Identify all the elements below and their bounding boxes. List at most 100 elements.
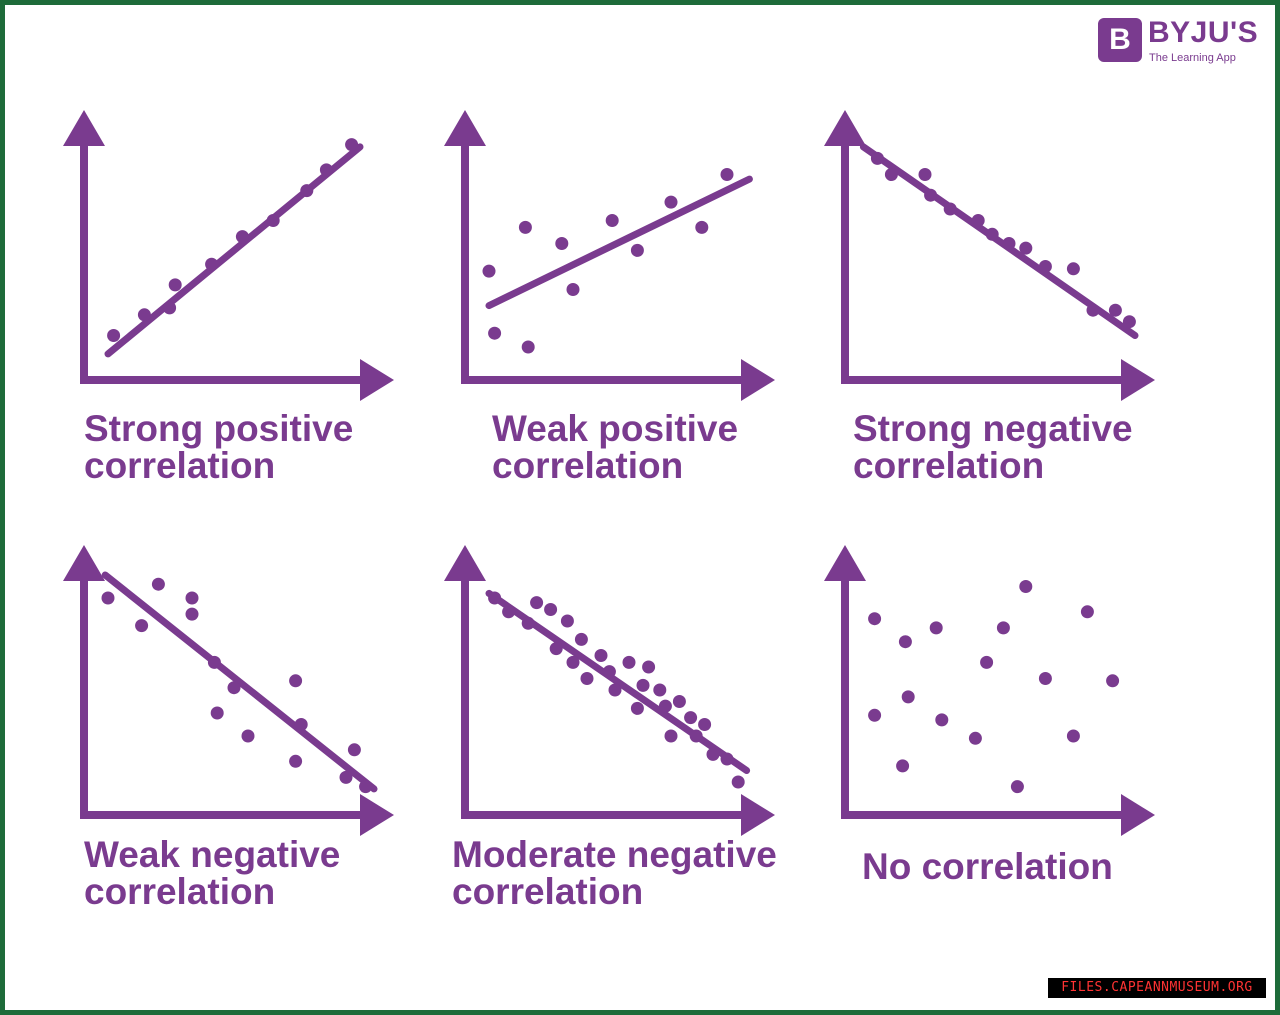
weak-negative-point	[359, 780, 373, 794]
weak-positive-point	[605, 214, 619, 227]
logo-name: BYJU'S	[1148, 16, 1259, 49]
strong-negative-y-arrow	[824, 110, 866, 146]
weak-negative-point	[207, 655, 221, 669]
weak-positive-trendline	[485, 175, 753, 310]
weak-positive-point	[482, 264, 496, 278]
weak-negative-point	[101, 591, 115, 605]
no-correlation-point	[980, 655, 994, 669]
byjus-logo: B BYJU'S The Learning App	[1098, 16, 1268, 68]
caption-weak-positive: Weak positive correlation	[492, 408, 739, 486]
logo-mark: B	[1098, 18, 1142, 62]
strong-positive-y-arrow	[63, 110, 105, 146]
moderate-negative-x-arrow	[741, 794, 775, 836]
strong-negative-point	[1122, 315, 1136, 329]
moderate-negative-point	[574, 632, 588, 646]
moderate-negative-point	[720, 752, 734, 766]
weak-negative-point	[347, 743, 361, 757]
moderate-negative-point	[706, 747, 720, 761]
weak-positive-point	[695, 220, 709, 234]
caption-weak-negative: Weak negative correlation	[84, 834, 341, 912]
strong-positive-point	[137, 308, 151, 322]
moderate-negative-point	[549, 642, 563, 656]
caption-strong-negative: Strong negative correlation	[853, 408, 1133, 486]
moderate-negative-point	[636, 678, 650, 692]
strong-positive-point	[345, 138, 359, 152]
strong-negative-point	[1038, 260, 1052, 273]
no-correlation-point	[1080, 605, 1094, 619]
moderate-negative-point	[689, 729, 703, 743]
moderate-negative-point	[653, 683, 667, 697]
no-correlation-point	[1066, 729, 1080, 743]
weak-negative-point	[185, 591, 199, 605]
moderate-negative-y-arrow	[444, 545, 486, 581]
strong-negative-point	[924, 188, 938, 202]
moderate-negative-point	[502, 605, 516, 619]
strong-positive-point	[107, 329, 121, 342]
weak-negative-point	[289, 674, 303, 688]
weak-negative-point	[227, 681, 241, 695]
weak-positive-point	[518, 220, 532, 234]
strong-positive-point	[266, 214, 280, 227]
strong-positive-point	[163, 301, 177, 315]
weak-positive-point	[720, 168, 734, 181]
strong-positive-point	[300, 184, 314, 198]
no-correlation-point	[898, 635, 912, 649]
source-watermark: FILES.CAPEANNMUSEUM.ORG	[1048, 978, 1266, 998]
weak-negative-y-arrow	[63, 545, 105, 581]
strong-positive-point	[319, 163, 333, 177]
weak-positive-point	[664, 195, 678, 209]
strong-negative-point	[884, 168, 898, 181]
moderate-negative-point	[602, 665, 616, 679]
weak-positive-point	[566, 283, 580, 296]
moderate-negative-point	[664, 729, 678, 743]
moderate-negative-point	[488, 591, 502, 605]
strong-negative-point	[1108, 303, 1122, 317]
strong-positive-point	[205, 257, 219, 271]
no-correlation-point	[996, 621, 1010, 635]
weak-negative-point	[339, 770, 353, 784]
no-correlation-point	[1019, 580, 1033, 593]
weak-positive-point	[488, 326, 502, 340]
strong-positive-point	[235, 230, 249, 244]
moderate-negative-point	[684, 711, 698, 725]
caption-strong-positive: Strong positive correlation	[84, 408, 354, 486]
weak-positive-point	[555, 237, 569, 250]
no-correlation-point	[1106, 674, 1120, 688]
moderate-negative-point	[594, 649, 608, 662]
no-correlation-point	[901, 690, 915, 704]
strong-negative-point	[918, 168, 932, 181]
moderate-negative-point	[580, 672, 594, 685]
logo-tagline: The Learning App	[1149, 52, 1236, 64]
moderate-negative-point	[608, 683, 622, 697]
moderate-negative-point	[658, 699, 672, 713]
weak-negative-point	[294, 718, 308, 731]
no-correlation-point	[1010, 780, 1024, 794]
weak-negative-point	[185, 607, 199, 621]
strong-negative-point	[1086, 303, 1100, 317]
strong-negative-x-arrow	[1121, 359, 1155, 401]
strong-negative-point	[943, 202, 957, 216]
moderate-negative-point	[698, 718, 712, 731]
weak-positive-y-arrow	[444, 110, 486, 146]
weak-negative-point	[151, 577, 165, 591]
strong-negative-point	[971, 214, 985, 227]
weak-positive-point	[630, 243, 644, 257]
weak-positive-point	[521, 340, 535, 354]
no-correlation-point	[935, 713, 949, 727]
no-correlation-point	[1038, 672, 1052, 685]
weak-negative-point	[210, 706, 224, 720]
strong-negative-point	[1002, 237, 1016, 250]
caption-no-correlation: No correlation	[862, 846, 1113, 887]
no-correlation-point	[868, 708, 882, 722]
no-correlation-point	[929, 621, 943, 635]
no-correlation-point	[868, 612, 882, 626]
weak-negative-point	[289, 754, 303, 768]
weak-positive-x-arrow	[741, 359, 775, 401]
weak-negative-x-arrow	[360, 794, 394, 836]
no-correlation-point	[968, 731, 982, 745]
moderate-negative-point	[560, 614, 574, 628]
weak-negative-point	[241, 729, 255, 743]
moderate-negative-point	[642, 660, 656, 674]
